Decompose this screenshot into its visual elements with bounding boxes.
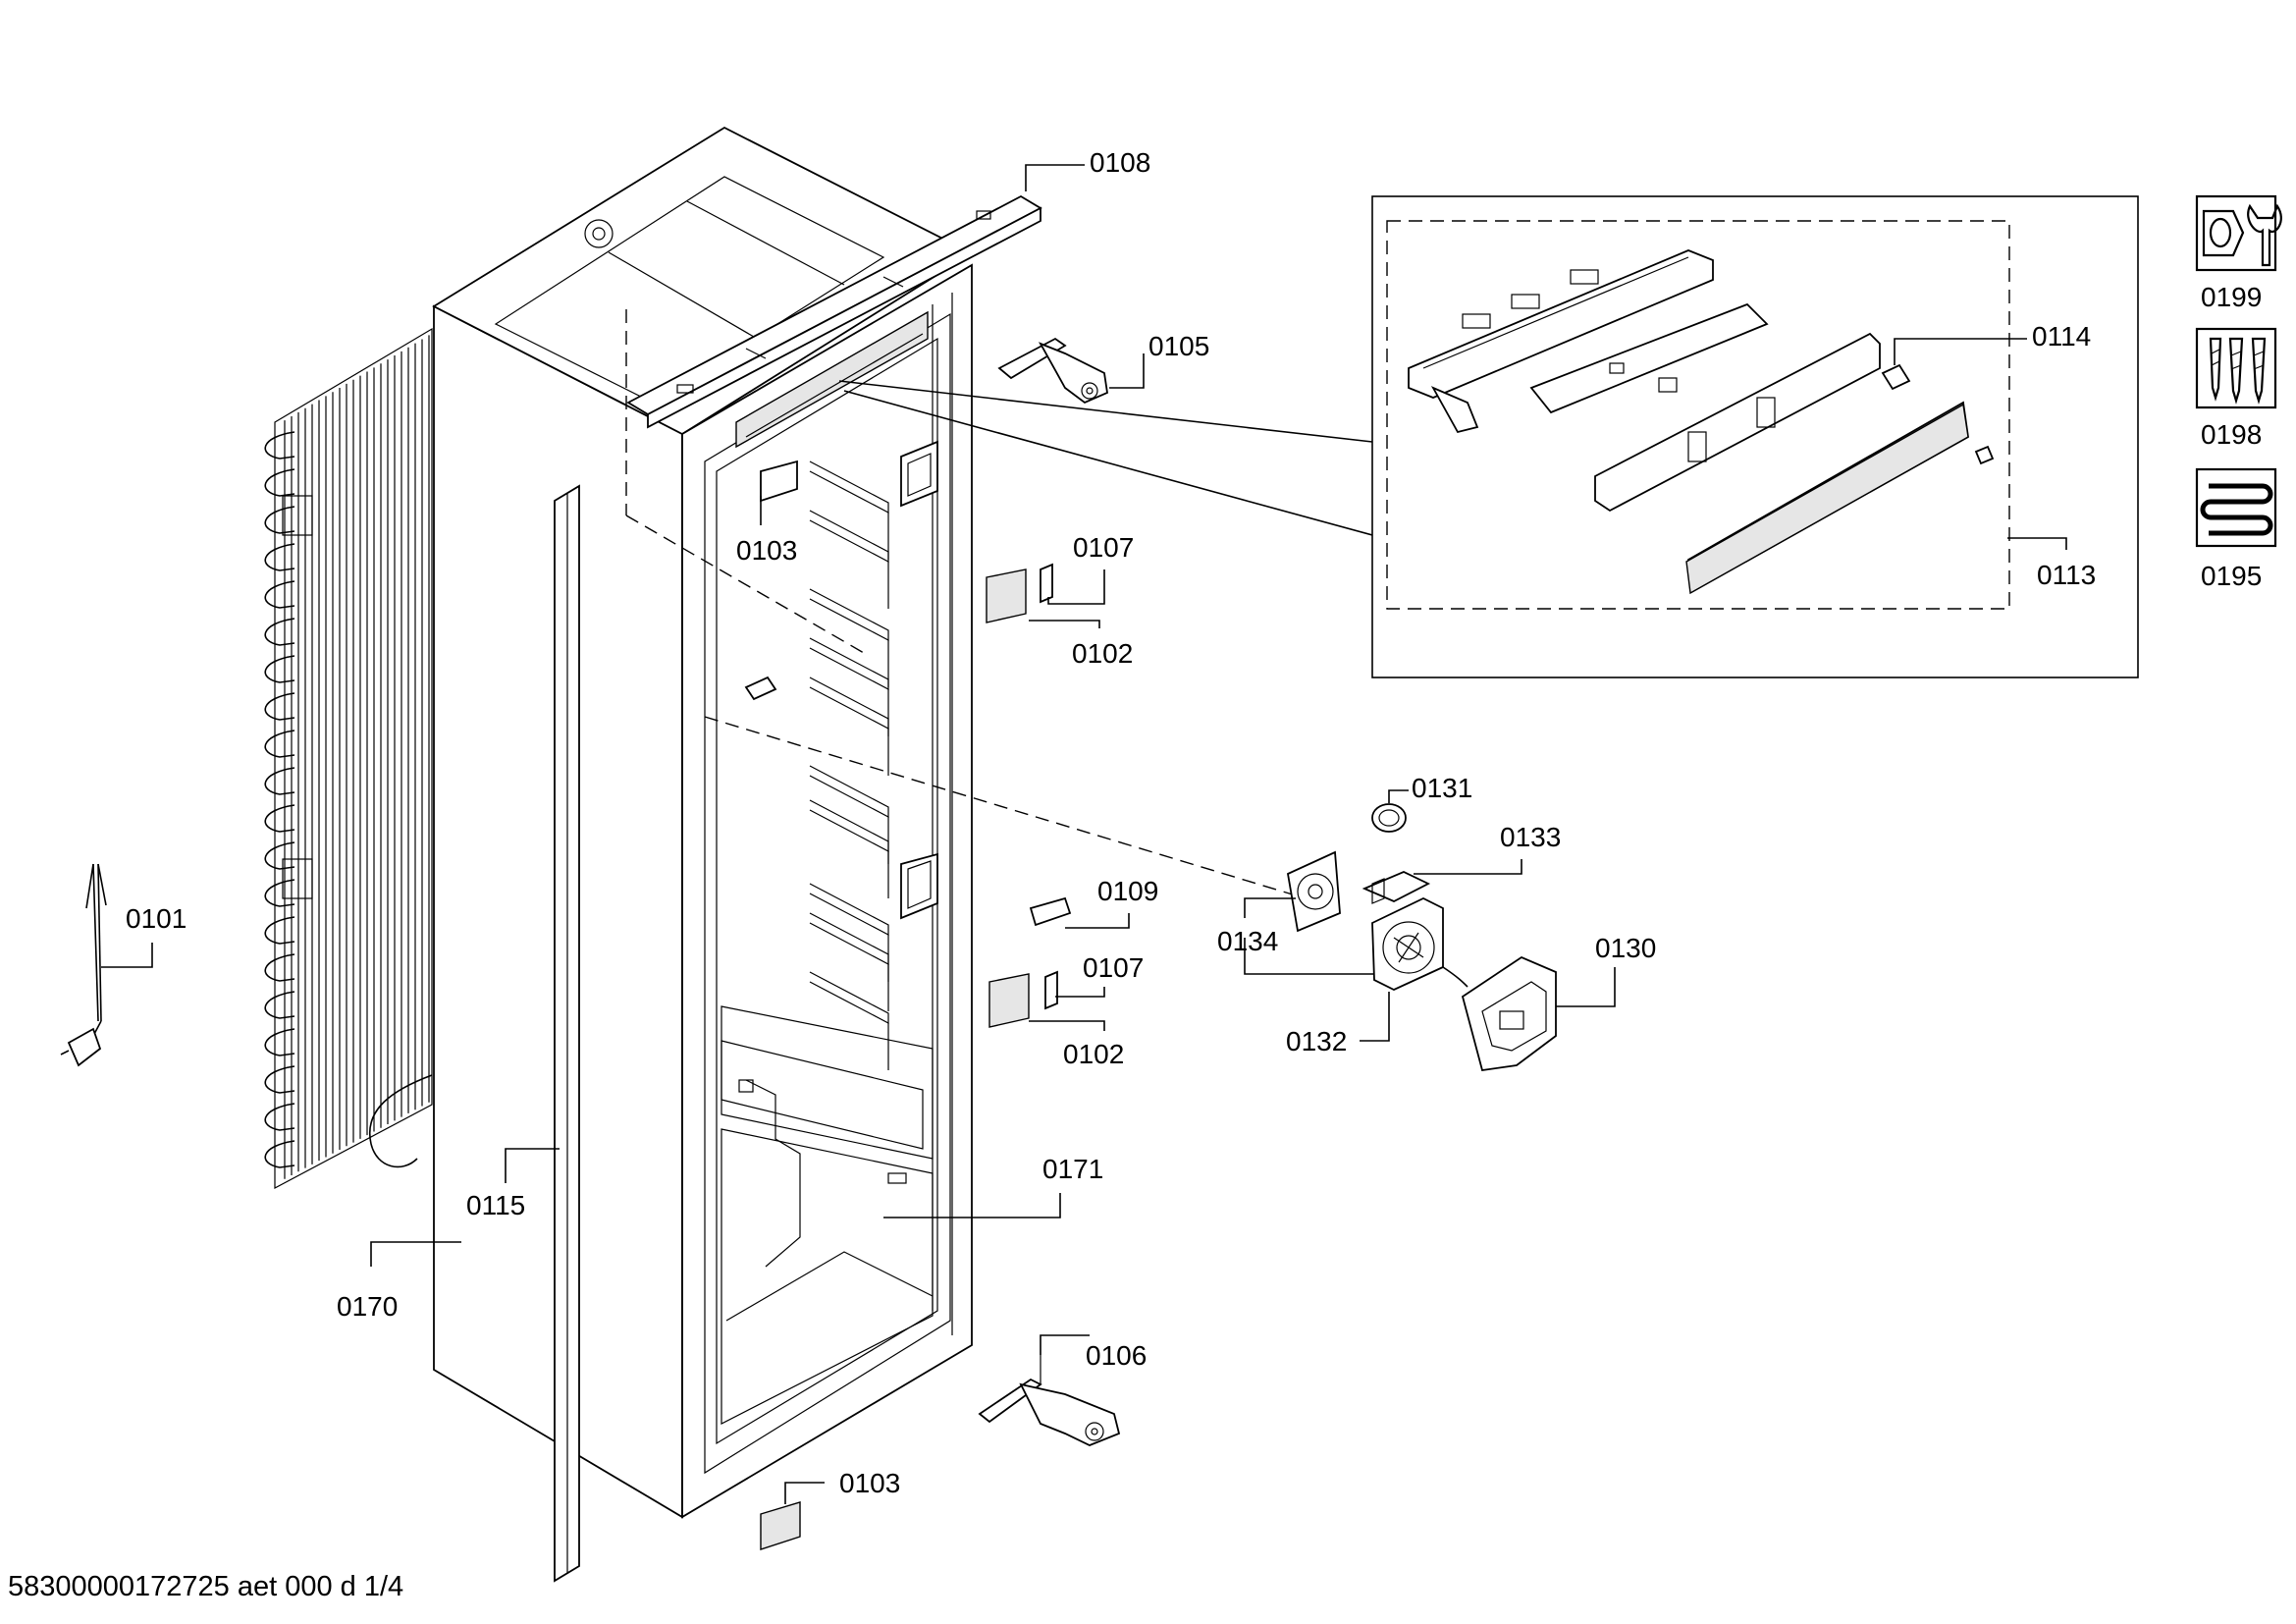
condenser-coil xyxy=(264,991,295,1019)
label-0171: 0171 xyxy=(1042,1154,1103,1184)
condenser-coil xyxy=(264,618,295,646)
condenser-coil xyxy=(264,1028,295,1056)
condenser-coil xyxy=(264,767,295,795)
crisper-area xyxy=(721,1005,934,1425)
label-0133: 0133 xyxy=(1500,822,1561,852)
label-0198: 0198 xyxy=(2201,419,2262,450)
label-0107-top: 0107 xyxy=(1073,532,1134,563)
condenser-coil xyxy=(264,730,295,758)
condenser-coil xyxy=(264,431,295,460)
part-labels: 0108 0105 0114 0113 0103 0107 0102 0109 … xyxy=(126,147,2096,1498)
wrench-nut-icon xyxy=(2195,194,2282,272)
shelf-rail xyxy=(809,765,889,818)
heater-coil-icon xyxy=(2195,467,2277,548)
condenser-coil xyxy=(264,655,295,683)
condenser-coil xyxy=(264,543,295,571)
shelf-rails xyxy=(809,460,889,1070)
label-0114: 0114 xyxy=(2032,321,2091,352)
label-0108: 0108 xyxy=(1090,147,1150,178)
condenser-coil xyxy=(264,1103,295,1131)
label-0105: 0105 xyxy=(1148,331,1209,361)
condenser-coil xyxy=(264,916,295,945)
document-id: 58300000172725 aet 000 d 1/4 xyxy=(8,1571,403,1602)
shelf-rail xyxy=(809,588,889,641)
power-cord xyxy=(60,863,107,1067)
label-0131: 0131 xyxy=(1412,773,1472,803)
shelf-rail xyxy=(809,912,889,965)
shelf-rail xyxy=(809,510,889,563)
screws-icon xyxy=(2195,327,2277,409)
lower-hinge xyxy=(978,1355,1121,1446)
label-0134: 0134 xyxy=(1217,926,1278,956)
label-0113: 0113 xyxy=(2037,560,2096,590)
shelf-rail xyxy=(809,883,889,936)
label-0199: 0199 xyxy=(2201,282,2262,312)
label-0195: 0195 xyxy=(2201,561,2262,591)
shelf-rail xyxy=(809,971,889,1024)
label-0115: 0115 xyxy=(466,1190,525,1220)
condenser-coil xyxy=(264,804,295,833)
leader-lines xyxy=(101,164,2067,1504)
fan-assembly xyxy=(1286,803,1557,1072)
label-0103-top: 0103 xyxy=(736,535,797,566)
top-frame-bar xyxy=(626,194,1042,429)
cabinet-details xyxy=(744,440,938,920)
label-0109: 0109 xyxy=(1097,876,1158,906)
door-seal-strip xyxy=(554,484,580,1583)
label-0106: 0106 xyxy=(1086,1340,1147,1371)
label-0102-bottom: 0102 xyxy=(1063,1039,1124,1069)
condenser-coil xyxy=(264,468,295,497)
accessory-column: 0199 0198 0195 xyxy=(2195,194,2282,591)
label-0170: 0170 xyxy=(337,1291,398,1322)
condenser-coil xyxy=(264,841,295,870)
condenser-coil xyxy=(264,953,295,982)
electronics-inset xyxy=(838,195,2139,678)
shelf-rail xyxy=(809,677,889,730)
label-0132: 0132 xyxy=(1286,1026,1347,1056)
shelf-rail xyxy=(809,799,889,852)
small-parts xyxy=(760,563,1072,1550)
condenser-coil xyxy=(264,879,295,907)
label-0102-top: 0102 xyxy=(1072,638,1133,669)
condenser-coil xyxy=(264,1140,295,1168)
label-0103-bottom: 0103 xyxy=(839,1468,900,1498)
condenser-coil xyxy=(264,692,295,721)
upper-hinge xyxy=(997,337,1108,405)
label-0107-bottom: 0107 xyxy=(1083,952,1144,983)
condenser-coil xyxy=(264,1065,295,1094)
label-0130: 0130 xyxy=(1595,933,1656,963)
condenser-grille xyxy=(264,327,433,1189)
condenser-coil xyxy=(264,506,295,534)
condenser-coil xyxy=(264,580,295,609)
shelf-rail xyxy=(809,637,889,690)
label-0101: 0101 xyxy=(126,903,187,934)
shelf-rail xyxy=(809,460,889,514)
